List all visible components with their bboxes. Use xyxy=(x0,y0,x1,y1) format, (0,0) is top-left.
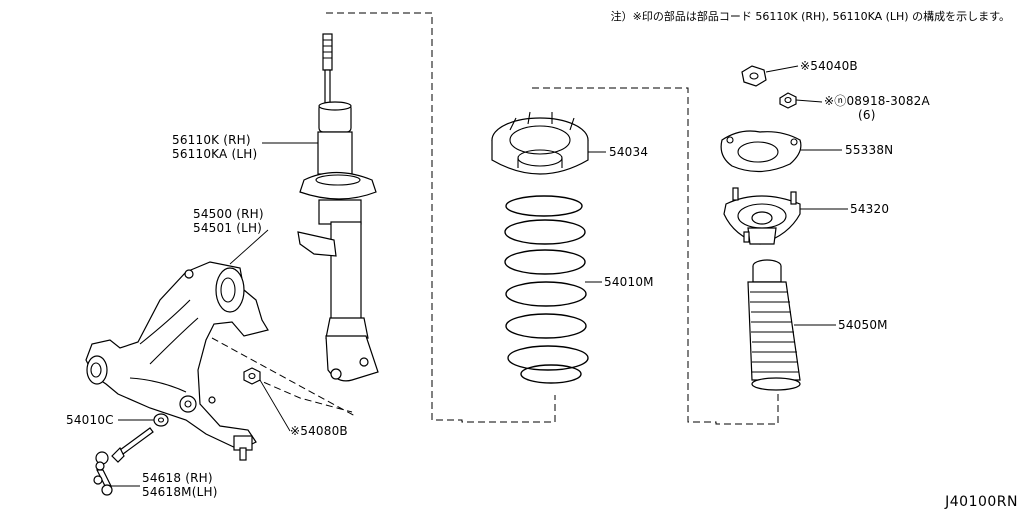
insulator-part xyxy=(723,187,801,245)
leader-bolt xyxy=(259,379,291,432)
label-flange-nut: ※ⓝ08918-3082A xyxy=(824,94,930,108)
header-note: 注）※印の部品は部品コード 56110K (RH), 56110KA (LH) … xyxy=(610,10,1010,23)
strut-assembly xyxy=(297,33,379,382)
nut-54040b xyxy=(741,65,767,87)
label-coil-spring: 54010M xyxy=(604,275,654,289)
assembly-dashed-line-strut-to-seat xyxy=(326,12,556,423)
label-flange-nut-qty: (6) xyxy=(858,108,876,122)
label-link-lh: 54618M(LH) xyxy=(142,485,218,499)
nut-54080b xyxy=(243,367,261,385)
label-insulator: 54320 xyxy=(850,202,890,216)
label-knuckle-lh: 54501 (LH) xyxy=(193,221,263,235)
spring-seat-part xyxy=(491,111,589,175)
washer-54010c xyxy=(153,413,169,427)
flange-nut-part xyxy=(779,92,797,109)
label-strut-lh: 56110KA (LH) xyxy=(172,147,258,161)
leader-flange-nut xyxy=(795,99,823,103)
stabilizer-link-part xyxy=(93,451,113,496)
coil-spring-part xyxy=(504,195,589,384)
label-washer: 54010C xyxy=(66,413,114,427)
label-link-rh: 54618 (RH) xyxy=(142,471,213,485)
knuckle-assembly xyxy=(85,261,269,461)
bolt-part xyxy=(111,427,154,463)
label-mount-plate: 55338N xyxy=(845,143,894,157)
assembly-dashed-line-knuckle xyxy=(211,337,356,417)
leader-knuckle xyxy=(229,229,269,265)
assembly-dashed-line-seat xyxy=(532,87,779,425)
label-nut: ※54040B xyxy=(800,59,858,73)
label-knuckle-rh: 54500 (RH) xyxy=(193,207,264,221)
bound-bumper-part xyxy=(747,259,801,391)
label-bolt: ※54080B xyxy=(290,424,348,438)
label-bound-bumper: 54050M xyxy=(838,318,888,332)
mount-plate-part xyxy=(720,130,802,173)
assembly-dashed-line-bolt xyxy=(253,377,353,413)
leader-nut xyxy=(765,65,799,73)
label-strut-rh: 56110K (RH) xyxy=(172,133,251,147)
label-spring-seat: 54034 xyxy=(609,145,649,159)
diagram-code: J40100RN xyxy=(945,494,1018,510)
